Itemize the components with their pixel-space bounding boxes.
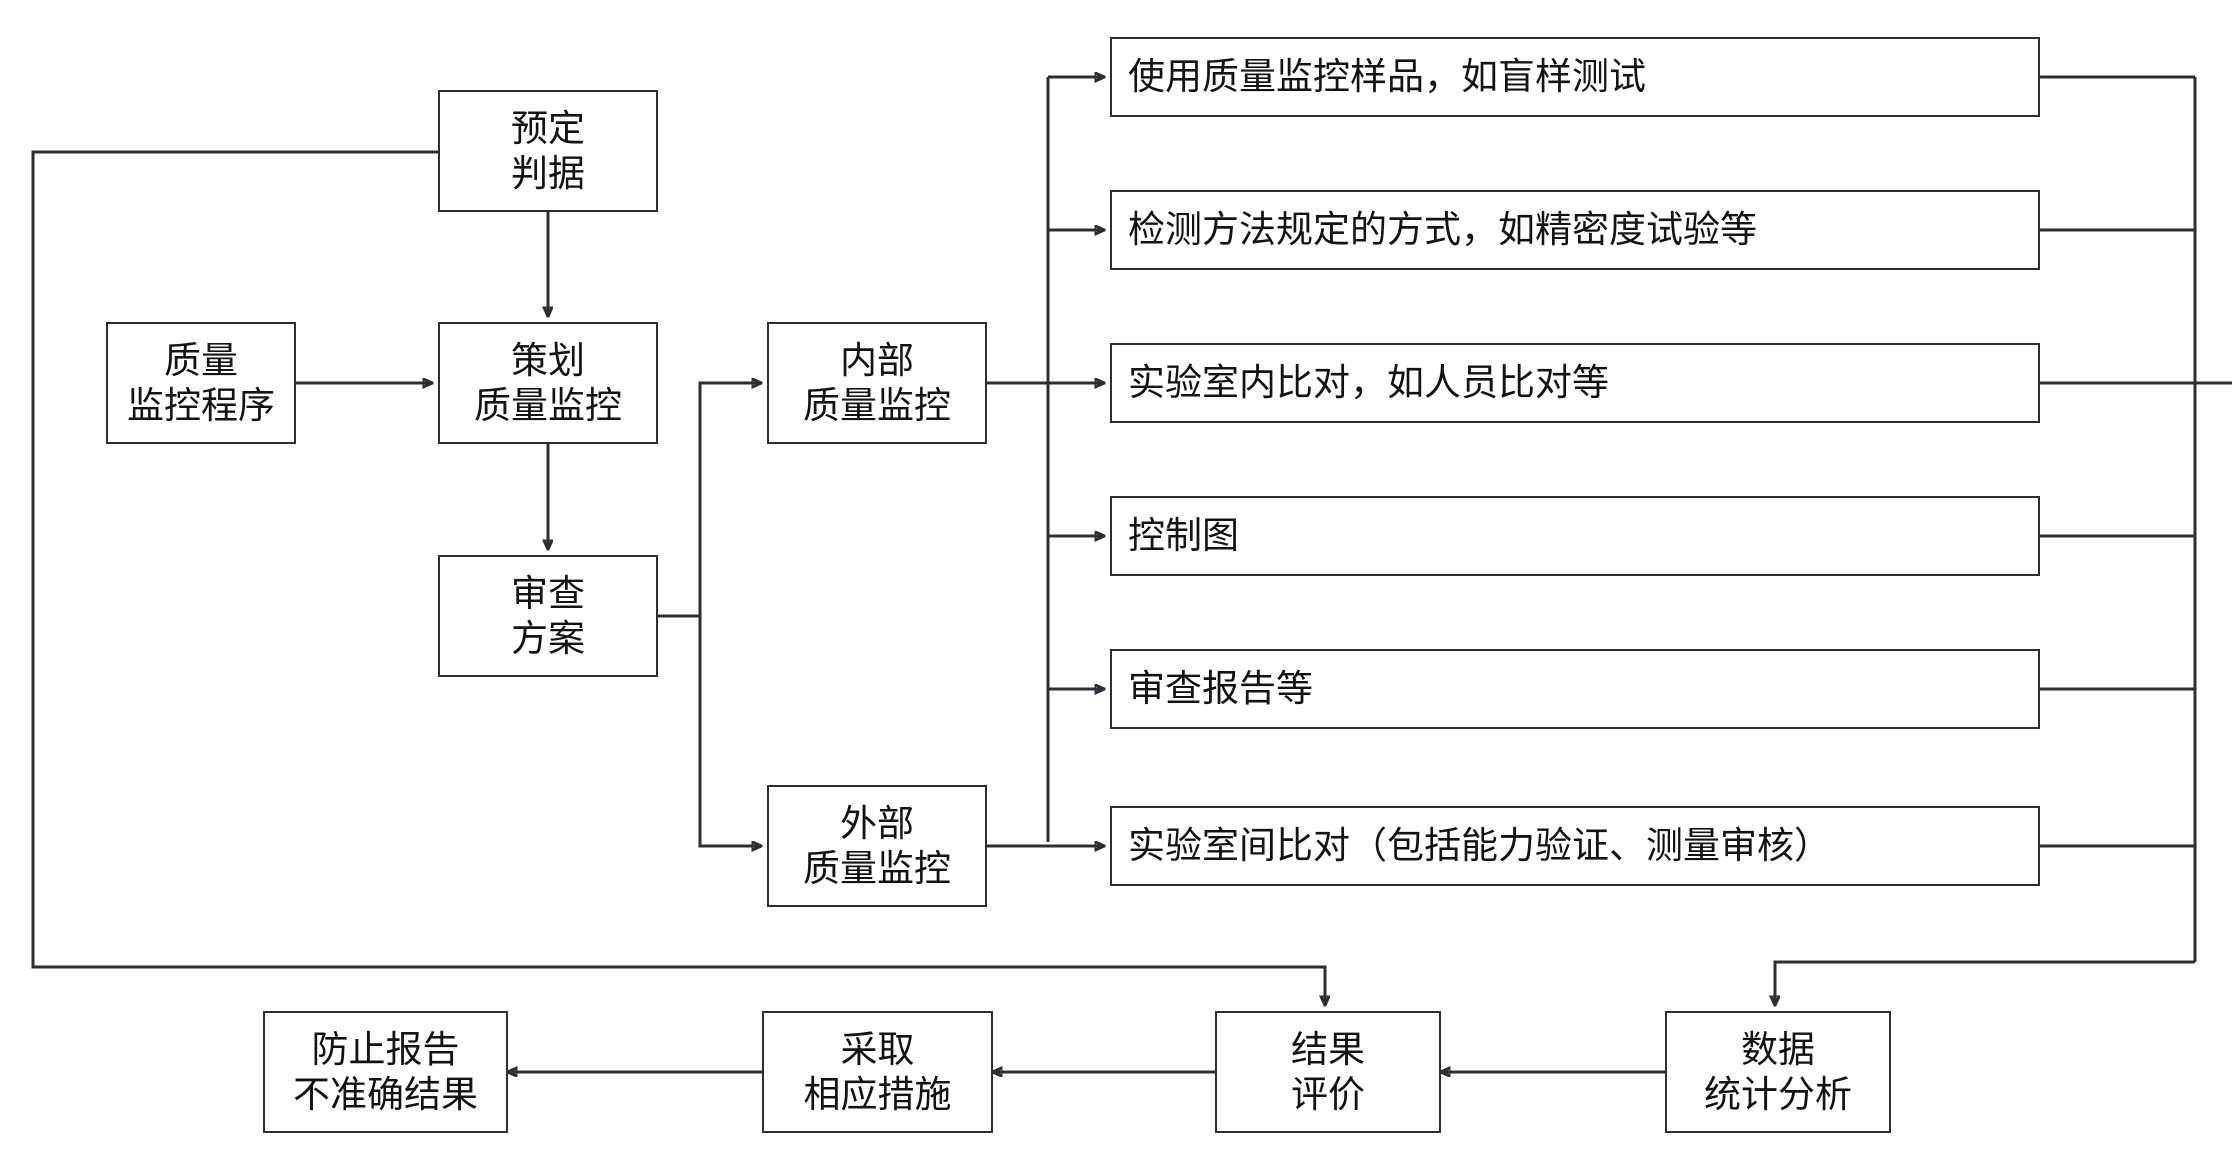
edge-feedback-loop	[31, 150, 1325, 1005]
node-predetermined-criteria[interactable]: 预定 判据	[438, 90, 658, 212]
edge-review-to-split	[658, 383, 761, 618]
node-method-quality-control-sample[interactable]: 使用质量监控样品，如盲样测试	[1110, 37, 2040, 117]
node-take-measures[interactable]: 采取 相应措施	[762, 1011, 993, 1133]
node-review-plan[interactable]: 审查 方案	[438, 555, 658, 677]
node-method-test-method-precision[interactable]: 检测方法规定的方式，如精密度试验等	[1110, 190, 2040, 270]
node-quality-monitoring-procedure[interactable]: 质量 监控程序	[106, 322, 296, 444]
node-external-quality-monitoring[interactable]: 外部 质量监控	[767, 785, 987, 907]
node-method-control-chart[interactable]: 控制图	[1110, 496, 2040, 576]
node-result-evaluation[interactable]: 结果 评价	[1215, 1011, 1441, 1133]
node-method-interlab-comparison[interactable]: 实验室间比对（包括能力验证、测量审核）	[1110, 806, 2040, 886]
node-method-intralab-comparison[interactable]: 实验室内比对，如人员比对等	[1110, 343, 2040, 423]
node-prevent-inaccurate-report[interactable]: 防止报告 不准确结果	[263, 1011, 508, 1133]
edge-collector-to-data-analysis	[1775, 960, 2195, 1005]
node-plan-quality-monitoring[interactable]: 策划 质量监控	[438, 322, 658, 444]
node-data-statistical-analysis[interactable]: 数据 统计分析	[1665, 1011, 1891, 1133]
node-method-report-review[interactable]: 审查报告等	[1110, 649, 2040, 729]
node-internal-quality-monitoring[interactable]: 内部 质量监控	[767, 322, 987, 444]
edge-review-to-external	[698, 616, 761, 846]
